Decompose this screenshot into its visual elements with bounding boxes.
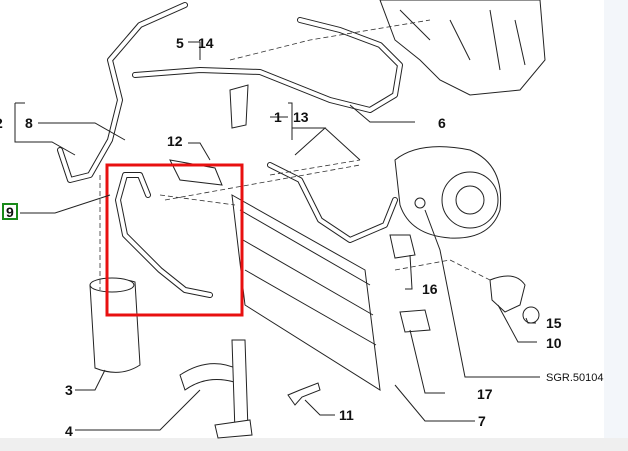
compressor [394,146,502,239]
selection-highlight [105,163,244,317]
callout-1[interactable]: 1 [274,109,282,125]
callout-14[interactable]: 14 [198,35,214,51]
callout-6[interactable]: 6 [438,115,446,131]
leader-lines [14,41,540,431]
callout-9[interactable]: 9 [6,204,14,220]
callout-11[interactable]: 11 [339,407,354,423]
callout-15[interactable]: 15 [546,315,562,331]
callout-2[interactable]: 2 [0,115,3,131]
receiver-drier [89,277,141,373]
condenser [231,194,381,391]
callout-4[interactable]: 4 [65,423,73,439]
bracket [179,339,253,439]
pipes [57,2,540,333]
engine-block [379,0,546,96]
bolt [287,382,321,406]
callout-7[interactable]: 7 [478,413,486,429]
bottom-bar [0,438,628,451]
callout-8[interactable]: 8 [25,115,33,131]
guide-lines [99,19,491,290]
callout-17[interactable]: 17 [477,386,493,402]
callout-16[interactable]: 16 [422,281,438,297]
reference-code: SGR.50104 [546,372,603,384]
callout-10[interactable]: 10 [546,335,562,351]
side-panel [604,0,628,438]
callout-5[interactable]: 5 [176,35,184,51]
callout-12[interactable]: 12 [167,133,183,149]
callout-13[interactable]: 13 [293,109,309,125]
callout-9-selected[interactable]: 9 [2,203,18,220]
callout-3[interactable]: 3 [65,382,73,398]
